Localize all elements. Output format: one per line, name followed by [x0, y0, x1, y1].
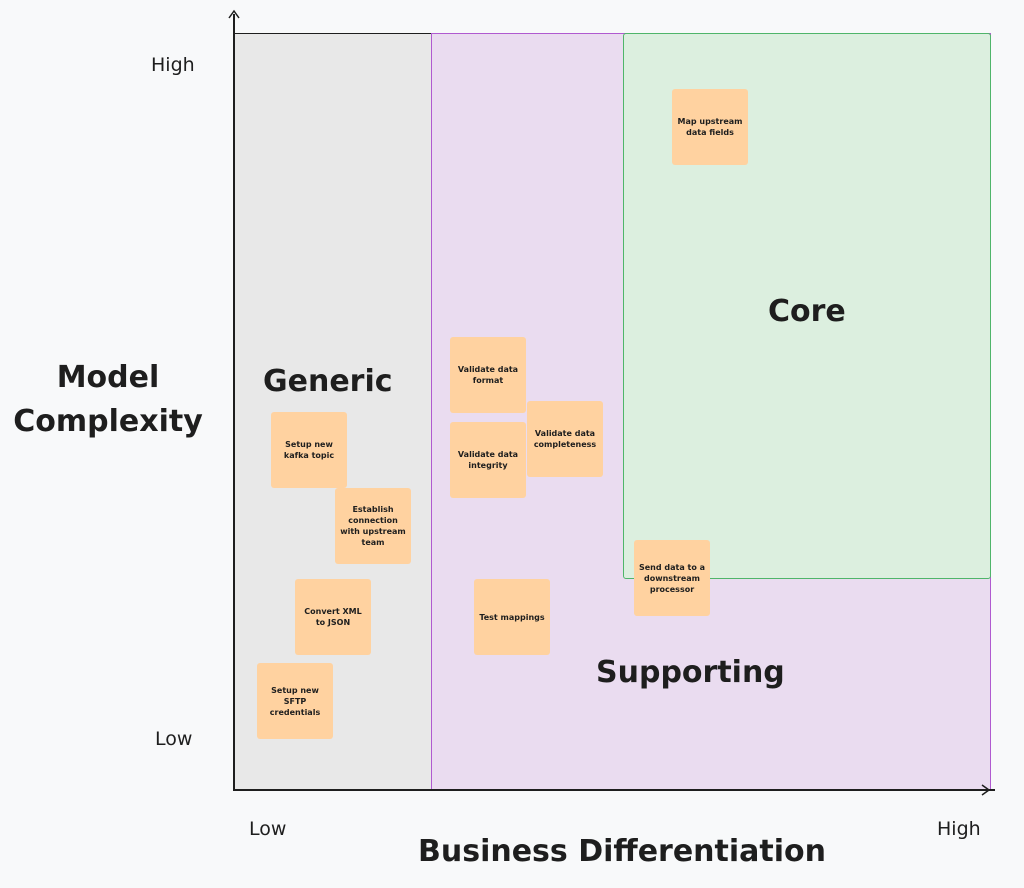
sticky-note-test-mappings[interactable]: Test mappings: [474, 579, 550, 655]
sticky-note-text: Test mappings: [479, 612, 545, 622]
sticky-note-text: Send data to a downstream processor: [638, 562, 706, 594]
sticky-note-send-data[interactable]: Send data to a downstream processor: [634, 540, 710, 616]
sticky-note-map-fields[interactable]: Map upstream data fields: [672, 89, 748, 165]
y-axis-arrowhead: [228, 9, 240, 19]
y-axis-title: Model Complexity: [8, 356, 208, 444]
x-axis-low-label: Low: [249, 818, 287, 840]
y-axis-title-text: Model Complexity: [13, 360, 203, 439]
x-axis-line: [233, 789, 995, 791]
y-axis-low-label: Low: [155, 728, 193, 750]
supporting-label: Supporting: [596, 655, 785, 690]
sticky-note-text: Map upstream data fields: [677, 117, 743, 137]
sticky-note-setup-sftp[interactable]: Setup new SFTP credentials: [257, 663, 333, 739]
sticky-note-text: Establish connection with upstream team: [340, 505, 406, 547]
y-axis-high-label: High: [151, 54, 195, 76]
sticky-note-text: Validate data integrity: [457, 450, 519, 470]
generic-label: Generic: [263, 364, 393, 399]
sticky-note-convert-xml[interactable]: Convert XML to JSON: [295, 579, 371, 655]
sticky-note-establish-connection[interactable]: Establish connection with upstream team: [335, 488, 411, 564]
sticky-note-setup-kafka[interactable]: Setup new kafka topic: [271, 412, 347, 488]
sticky-note-text: Convert XML to JSON: [304, 607, 362, 627]
x-axis-arrowhead: [981, 784, 991, 796]
sticky-note-validate-format[interactable]: Validate data format: [450, 337, 526, 413]
sticky-note-text: Setup new kafka topic: [283, 440, 335, 460]
core-label: Core: [768, 294, 846, 329]
sticky-note-text: Validate data completeness: [533, 429, 597, 449]
x-axis-high-label: High: [937, 818, 981, 840]
sticky-note-validate-integrity[interactable]: Validate data integrity: [450, 422, 526, 498]
x-axis-title: Business Differentiation: [417, 834, 827, 869]
sticky-note-text: Validate data format: [457, 365, 519, 385]
y-axis-line: [233, 14, 235, 791]
sticky-note-text: Setup new SFTP credentials: [269, 685, 321, 717]
sticky-note-validate-completeness[interactable]: Validate data completeness: [527, 401, 603, 477]
